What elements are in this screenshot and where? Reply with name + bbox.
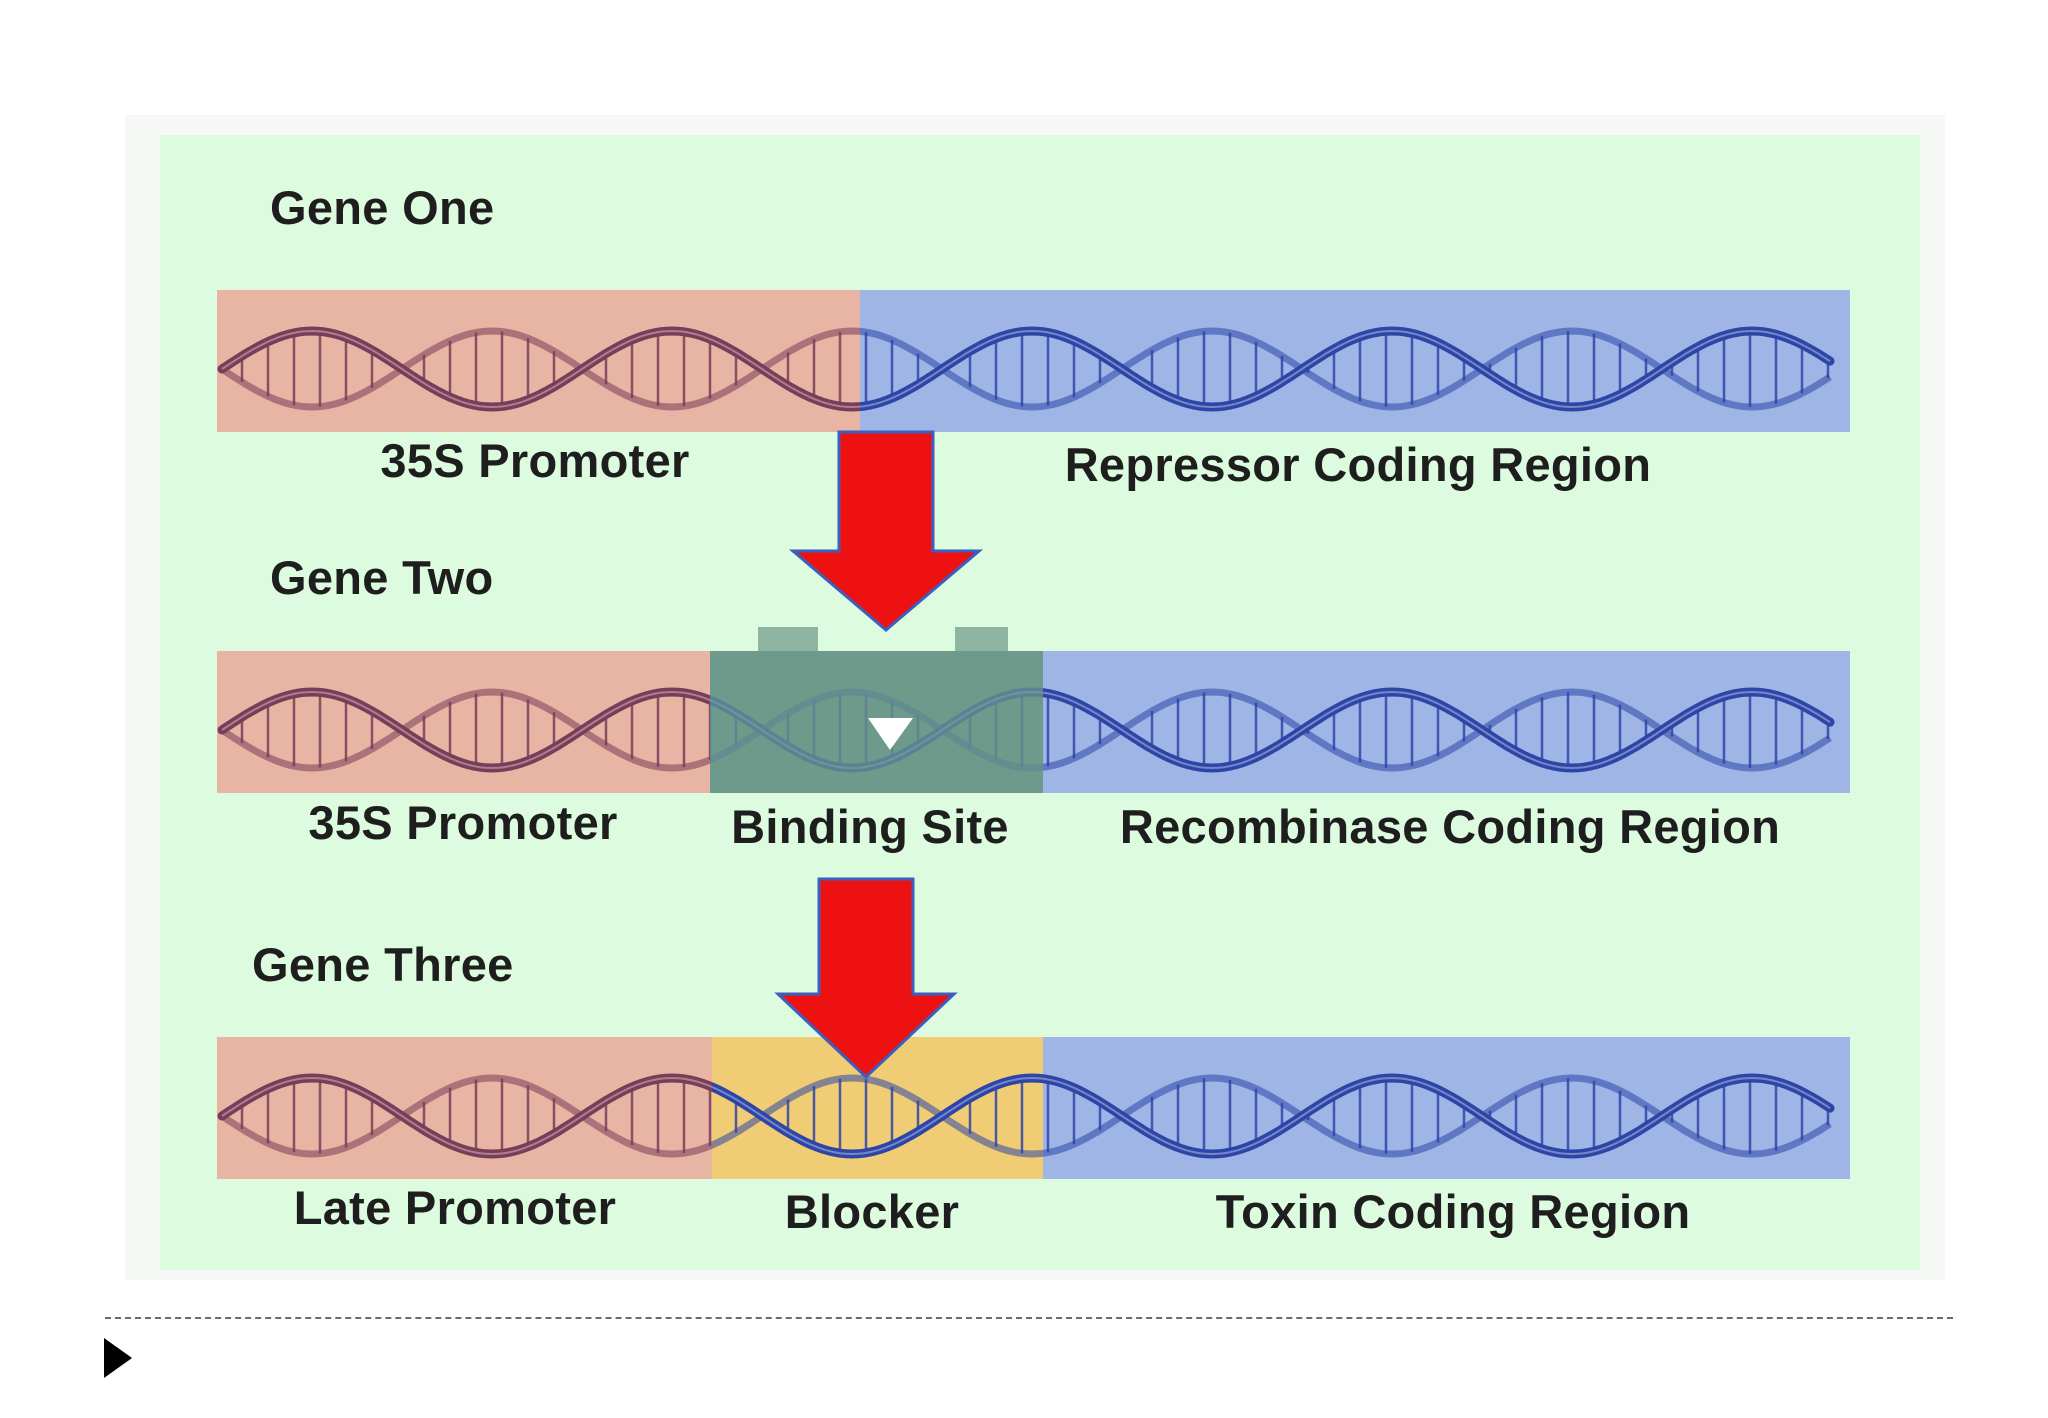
dna-strand-back [860,327,1832,411]
gene-one-title: Gene One [270,181,495,234]
gene-3-dna-coding [712,1073,1835,1159]
gene-1-promoter-segment [217,290,860,432]
gene-2-dna-promoter [217,687,710,773]
dna-strand-highlight [860,329,1831,409]
dna-strand-back [712,1074,1832,1158]
gene-one-coding-label: Repressor Coding Region [1064,438,1652,491]
gene-3-coding-segment [1043,1037,1850,1179]
dna-strand-highlight [221,329,860,409]
gene-2-promoter-segment [217,651,710,793]
gene-2-coding-segment [1043,651,1850,793]
gene-two-coding-label: Recombinase Coding Region [1119,800,1781,853]
dna-strand-highlight [221,1076,712,1156]
binding-site-shape [710,627,1043,793]
overlay-layer [710,430,1043,1080]
gene-1-dna-promoter [217,326,860,412]
gene-1-coding-segment [860,290,1850,432]
gene-3-promoter-segment [217,1037,712,1179]
bullet-triangle-icon [104,1338,132,1378]
gene-three-coding-label: Toxin Coding Region [1215,1185,1691,1238]
binding-site-notch [868,718,913,750]
gene-3-dna-promoter [217,1073,712,1159]
gene-two-promoter-label: 35S Promoter [308,796,618,849]
arrow-gene-one-to-two [788,430,984,632]
gene-1-dna-coding [860,326,1835,412]
dna-strand-highlight [712,1076,1831,1156]
gene-two-binding-site-label: Binding Site [731,800,1009,853]
gene-one-promoter-label: 35S Promoter [380,434,690,487]
dna-strand-front [217,687,710,773]
dashed-divider [105,1317,1953,1319]
dna-strand-back [220,1074,712,1158]
dna-strand-back [220,327,860,411]
dna-strand-front [860,326,1835,412]
dna-strand-front [217,326,860,412]
dna-strand-highlight [221,690,710,770]
gene-three-title: Gene Three [252,938,514,991]
arrow-gene-two-to-three [774,877,958,1080]
gene-three-blocker-label: Blocker [784,1185,960,1238]
gene-two-title: Gene Two [270,551,494,604]
dna-strand-back [220,688,710,772]
gene-three-promoter-label: Late Promoter [293,1181,617,1234]
dna-strand-front [712,1073,1835,1159]
dna-strand-front [217,1073,712,1159]
